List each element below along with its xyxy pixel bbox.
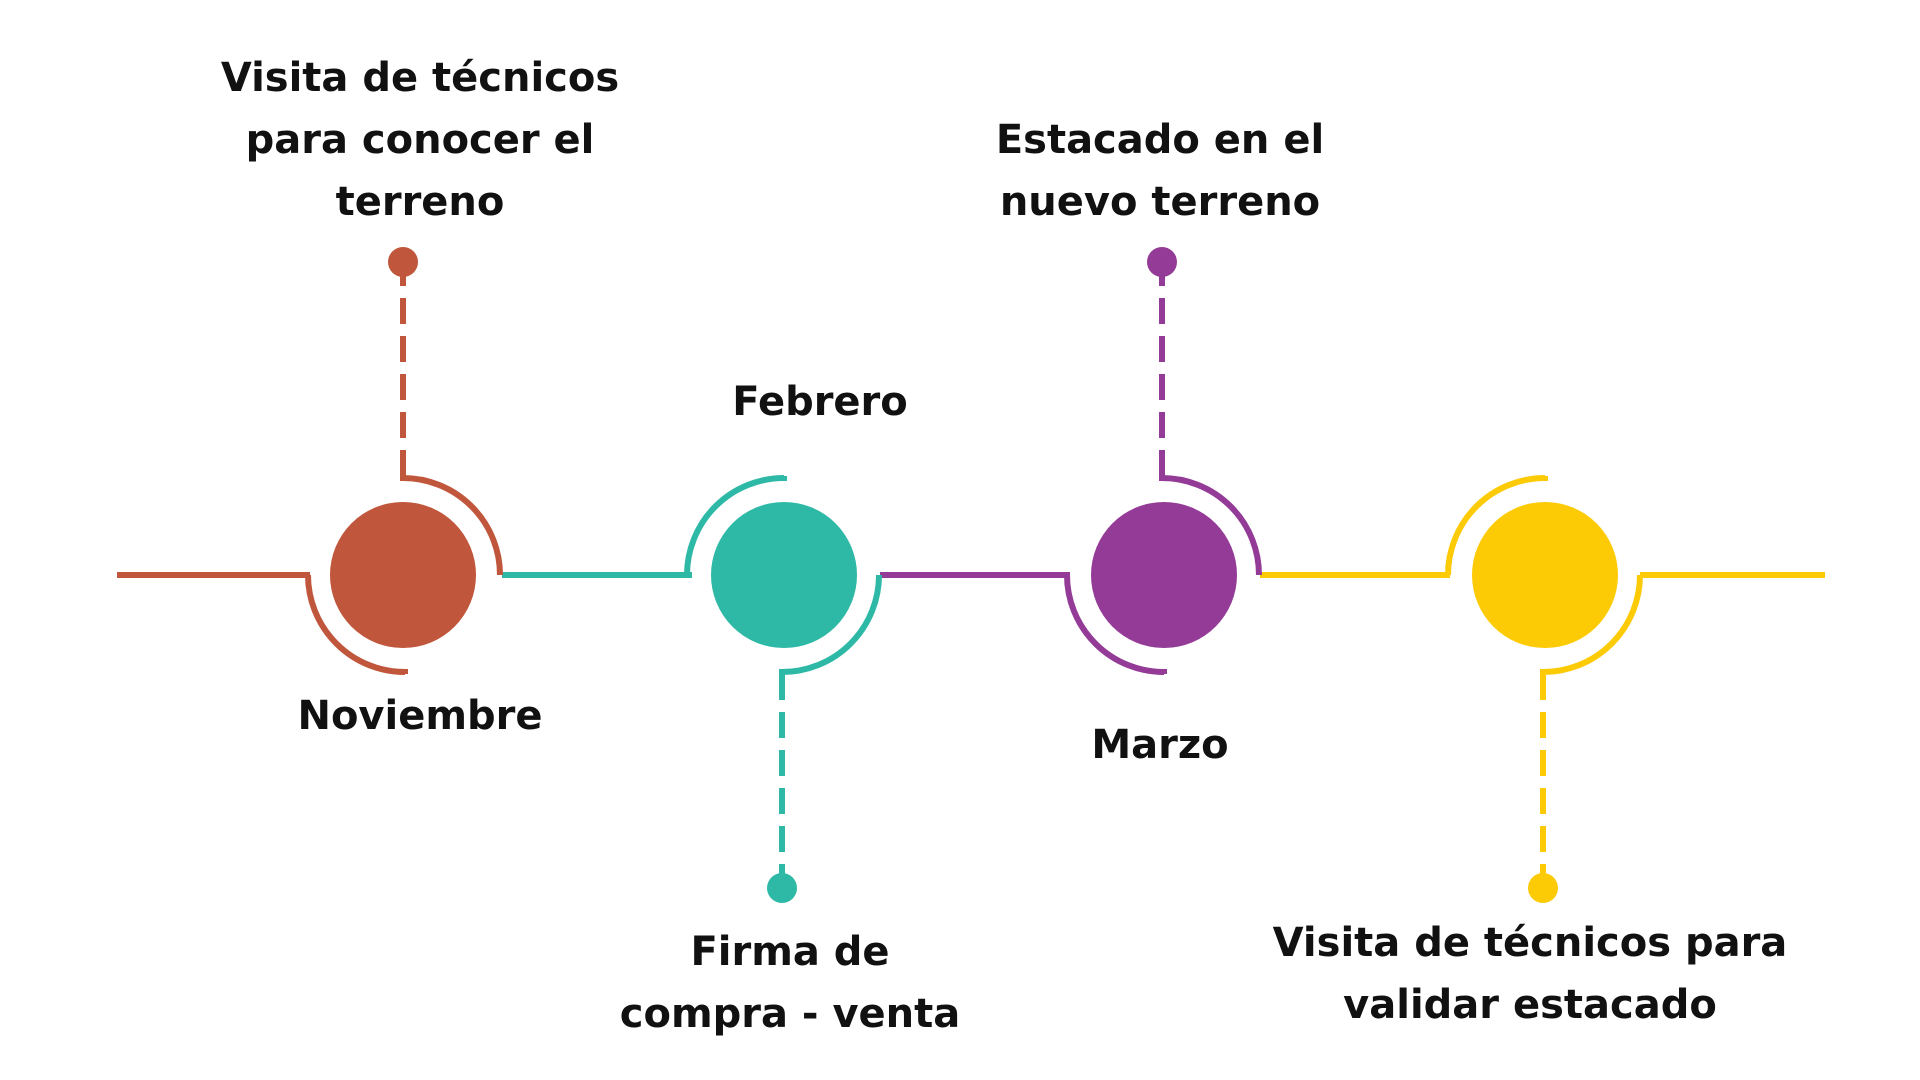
milestone-march-arc-top (1159, 475, 1262, 576)
description-line: compra - venta (619, 991, 961, 1037)
description-line: validar estacado (1343, 982, 1717, 1028)
milestone-november-arc-bottom (305, 574, 408, 675)
milestone-march-month: Marzo (1091, 722, 1229, 768)
milestone-february-description: Firma de compra - venta (570, 921, 1010, 1045)
milestone-november-arc-top (400, 475, 503, 576)
milestone-november-circle (330, 502, 476, 648)
milestone-november-month: Noviembre (297, 693, 543, 739)
milestone-february-circle (711, 502, 857, 648)
milestone-last-arc-bottom (1540, 574, 1643, 675)
milestone-march-arc-bottom (1064, 574, 1167, 675)
milestone-february-arc-bottom (779, 574, 882, 675)
milestone-last (1445, 475, 1643, 903)
milestone-november (305, 247, 503, 675)
milestone-march-description: Estacado en el nuevo terreno (940, 109, 1380, 233)
milestone-last-arc-top (1445, 475, 1548, 576)
description-line: Estacado en el (995, 117, 1325, 163)
milestone-february-dot (767, 873, 797, 903)
description-line: Firma de (690, 929, 890, 975)
milestone-march-circle (1091, 502, 1237, 648)
milestone-november-dot (388, 247, 418, 277)
description-line: Visita de técnicos (220, 55, 620, 101)
description-line: terreno (335, 179, 505, 225)
milestone-last-circle (1472, 502, 1618, 648)
milestone-last-dot (1528, 873, 1558, 903)
milestone-february (684, 475, 882, 903)
milestone-march-dot (1147, 247, 1177, 277)
milestone-november-description: Visita de técnicos para conocer el terre… (200, 47, 640, 233)
milestone-february-month: Febrero (732, 379, 908, 425)
milestone-march (1064, 247, 1262, 675)
milestone-last-description: Visita de técnicos para validar estacado (1240, 912, 1820, 1036)
description-line: Visita de técnicos para (1272, 920, 1788, 966)
milestone-february-arc-top (684, 475, 787, 576)
description-line: para conocer el (245, 117, 595, 163)
description-line: nuevo terreno (999, 179, 1321, 225)
